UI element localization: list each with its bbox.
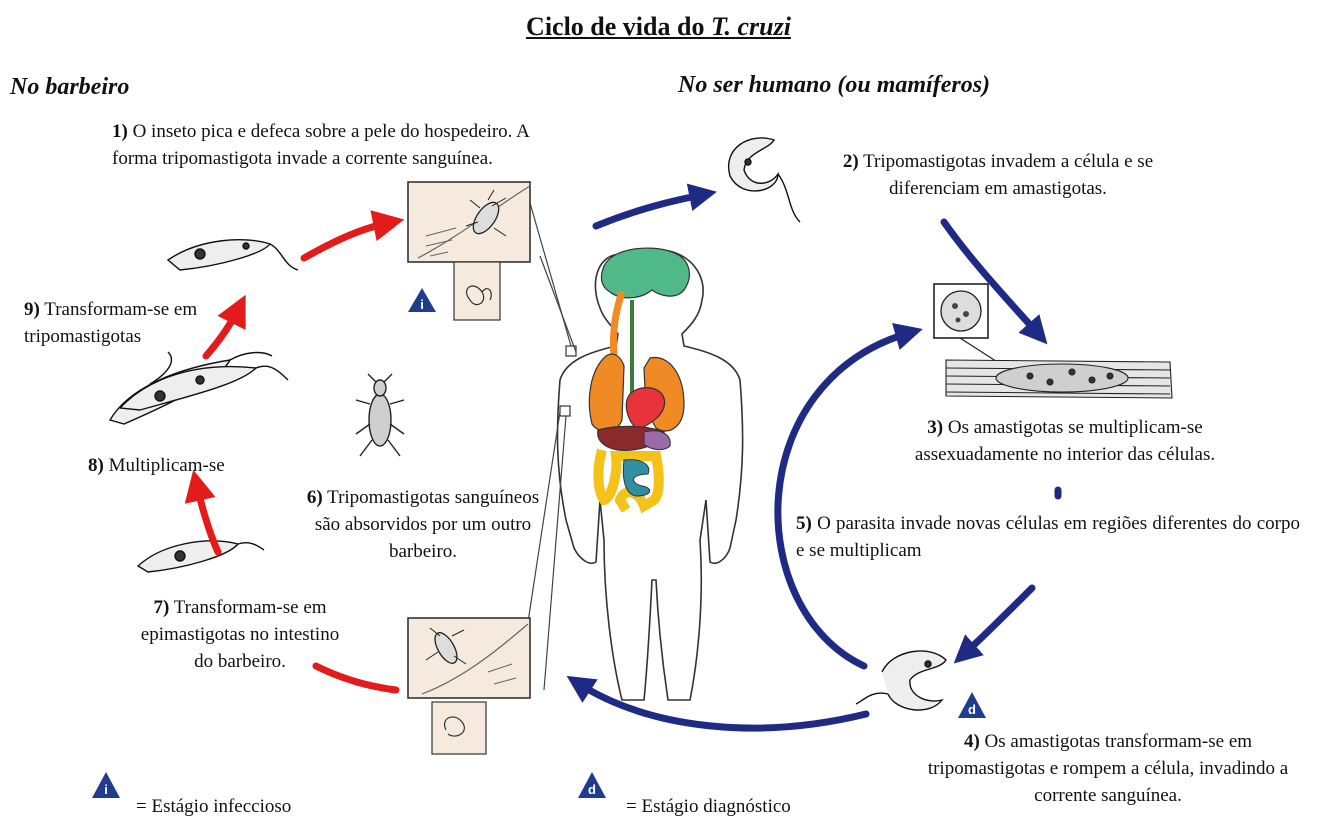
brain-organ: [602, 248, 690, 298]
step-4: 4) Os amastigotas transformam-se em trip…: [918, 728, 1298, 809]
step-8: 8) Multiplicam-se: [88, 452, 288, 479]
step-9-text: Transformam-se em tripomastigotas: [24, 299, 197, 347]
step-2: 2) Tripomastigotas invadem a célula e se…: [818, 148, 1178, 202]
step-9-number: 9): [24, 299, 40, 320]
step-7-number: 7): [153, 597, 169, 618]
step-3: 3) Os amastigotas se multiplicam-se asse…: [870, 414, 1260, 468]
step-1: 1) O inseto pica e defeca sobre a pele d…: [112, 118, 552, 172]
legend-diagnostic-label: = Estágio diagnóstico: [626, 796, 791, 818]
step-4-number: 4): [964, 731, 980, 752]
human-body: [558, 249, 743, 700]
kissing-bug: [356, 374, 404, 456]
muscle-tissue: [946, 360, 1172, 398]
legend-infective-icon: i: [92, 772, 120, 798]
svg-text:i: i: [104, 782, 108, 797]
trypomastigotes-step9: [110, 352, 288, 424]
svg-text:i: i: [420, 297, 424, 312]
step-7: 7) Transformam-se em epimastigotas no in…: [140, 594, 340, 675]
infective-stage-marker: i: [408, 288, 436, 312]
step-2-number: 2): [843, 151, 859, 172]
epimastigote-step7: [138, 541, 264, 572]
step-6: 6) Tripomastigotas sanguíneos são absorv…: [306, 484, 540, 565]
step-5-text: O parasita invade novas células em regiõ…: [796, 513, 1300, 561]
step-9: 9) Transformam-se em tripomastigotas: [24, 296, 214, 350]
step-1-number: 1): [112, 121, 128, 142]
step-6-text: Tripomastigotas sanguíneos são absorvido…: [315, 487, 539, 562]
step-3-text: Os amastigotas se multiplicam-se assexua…: [915, 417, 1215, 465]
trypomastigote-step4: [856, 651, 946, 710]
step-6-number: 6): [307, 487, 323, 508]
step-1-text: O inseto pica e defeca sobre a pele do h…: [112, 121, 529, 169]
step-7-text: Transformam-se em epimastigotas no intes…: [141, 597, 339, 672]
step-3-number: 3): [927, 417, 943, 438]
legend-diagnostic-icon: d: [578, 772, 606, 798]
step-2-text: Tripomastigotas invadem a célula e se di…: [863, 151, 1153, 199]
svg-text:d: d: [968, 702, 976, 717]
step-4-text: Os amastigotas transformam-se em tripoma…: [928, 731, 1288, 806]
feeding-panel: [408, 618, 530, 754]
step-8-number: 8): [88, 455, 104, 476]
step-5: 5) O parasita invade novas células em re…: [796, 510, 1300, 564]
trypomastigote-step2: [729, 138, 800, 222]
diagnostic-stage-marker: d: [958, 692, 986, 718]
left-lung: [589, 354, 624, 431]
small-intestine: [623, 460, 649, 496]
step-8-text: Multiplicam-se: [109, 455, 225, 476]
svg-text:d: d: [588, 782, 596, 797]
trypomastigote-top-left: [168, 240, 298, 270]
step-5-number: 5): [796, 513, 812, 534]
legend-infective-label: = Estágio infeccioso: [136, 796, 291, 818]
